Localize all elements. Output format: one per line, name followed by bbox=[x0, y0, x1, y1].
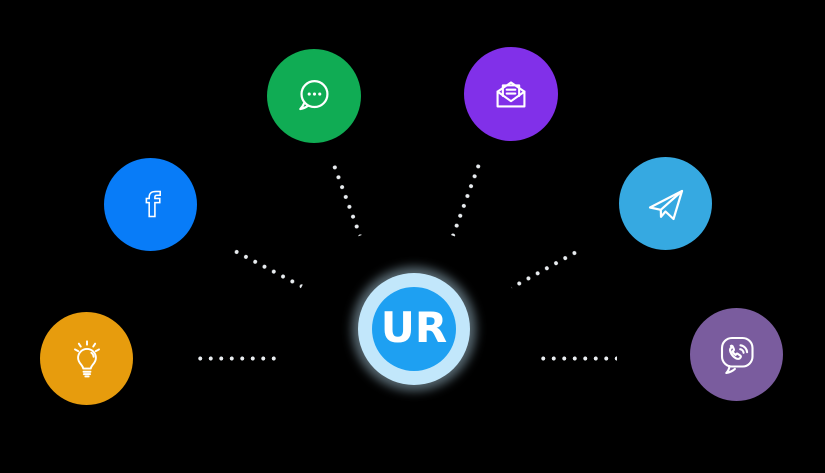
telegram-plane-icon bbox=[648, 189, 683, 220]
channel-circle-facebook: f bbox=[104, 158, 197, 251]
center-logo-circle: UR bbox=[372, 287, 456, 371]
facebook-f-icon: f bbox=[145, 185, 162, 225]
svg-text:f: f bbox=[145, 186, 160, 224]
channel-circle-telegram bbox=[619, 157, 712, 250]
connector-viber-to-center bbox=[538, 356, 617, 361]
open-envelope-icon bbox=[496, 81, 526, 108]
connector-chat-to-center bbox=[330, 161, 363, 237]
channel-circle-email bbox=[464, 47, 558, 141]
center-logo-text: UR bbox=[380, 303, 448, 352]
channel-circle-viber bbox=[690, 308, 783, 401]
connector-facebook-to-center bbox=[230, 247, 303, 289]
lightbulb-icon bbox=[73, 339, 100, 377]
chat-bubble-icon bbox=[299, 80, 329, 111]
channel-circle-chat bbox=[267, 49, 361, 143]
connector-idea-to-center bbox=[195, 356, 279, 361]
center-logo-halo: UR bbox=[358, 273, 470, 385]
viber-phone-icon bbox=[720, 336, 754, 374]
connector-email-to-center bbox=[450, 160, 483, 237]
connector-telegram-to-center bbox=[510, 248, 581, 290]
channel-circle-idea bbox=[40, 312, 133, 405]
